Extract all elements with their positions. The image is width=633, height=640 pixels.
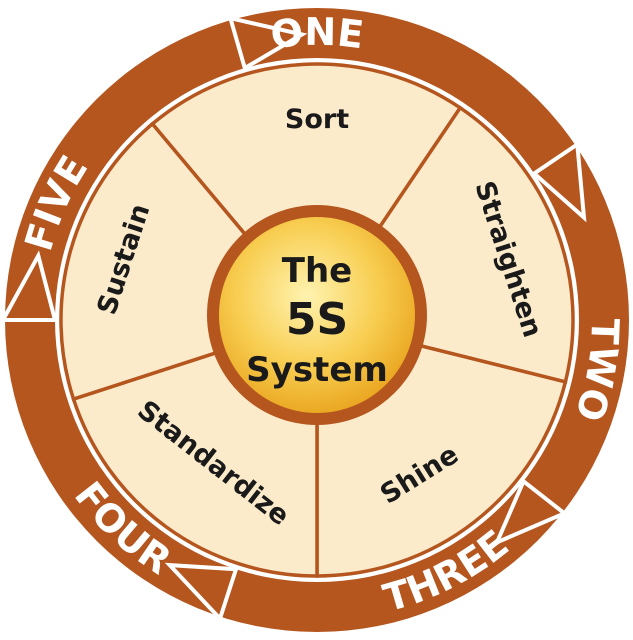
- segment-sort: [149, 62, 463, 323]
- hub: [219, 217, 415, 413]
- segment-label-sort: Sort: [285, 104, 349, 135]
- arrow-chevron-3: [164, 562, 239, 623]
- arrow-group: [0, 15, 587, 623]
- step-label-one: ONE: [268, 10, 366, 57]
- arrow-chevron-2: [493, 478, 569, 547]
- arrow-chevron-4: [0, 250, 58, 322]
- hub-title-line3: System: [246, 350, 388, 390]
- arrow-chevron-5: [227, 15, 308, 72]
- arrow-chevron-1: [530, 140, 587, 223]
- hub-title-line2: 5S: [286, 294, 348, 345]
- hub-title-line1: The: [282, 251, 352, 291]
